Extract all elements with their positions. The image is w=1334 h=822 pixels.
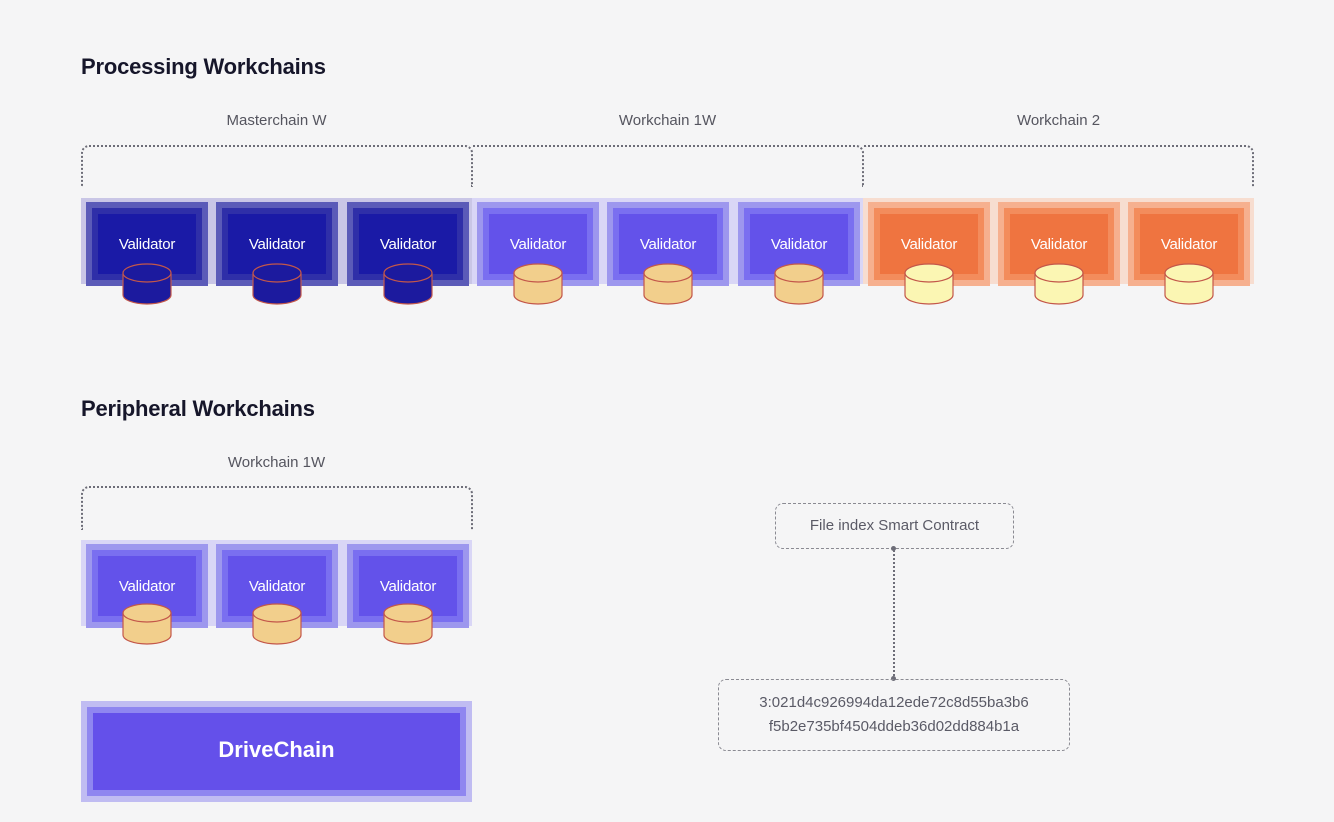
database-icon (251, 262, 303, 306)
bracket-peripheral-workchain-1w (81, 486, 473, 530)
validator-label: Validator (1160, 236, 1218, 253)
validator-label: Validator (248, 236, 306, 253)
database-icon (121, 262, 173, 306)
database-icon (382, 262, 434, 306)
validator-label: Validator (118, 578, 176, 595)
connector-dot-bottom (891, 676, 896, 681)
validator-block: Validator (738, 202, 860, 286)
database-icon (121, 602, 173, 646)
bracket-workchain-2 (864, 145, 1254, 187)
group-label-masterchain: Masterchain W (226, 112, 327, 129)
validator-label: Validator (770, 236, 828, 253)
database-icon (903, 262, 955, 306)
validator-label: Validator (900, 236, 958, 253)
database-icon (512, 262, 564, 306)
validator-label: Validator (248, 578, 306, 595)
bracket-masterchain (81, 145, 473, 187)
database-icon (251, 602, 303, 646)
validator-label: Validator (509, 236, 567, 253)
validator-block: Validator (868, 202, 990, 286)
contract-address-line-1: 3:021d4c926994da12ede72c8d55ba3b6 (759, 694, 1029, 711)
database-icon (642, 262, 694, 306)
group-label-peripheral-workchain-1w: Workchain 1W (227, 454, 326, 471)
validator-label: Validator (118, 236, 176, 253)
connector-line (893, 550, 895, 676)
drivechain-block: DriveChain (81, 701, 472, 802)
validator-label: Validator (639, 236, 697, 253)
contract-address-box: 3:021d4c926994da12ede72c8d55ba3b6 f5b2e7… (718, 679, 1070, 751)
file-index-smart-contract-box: File index Smart Contract (775, 503, 1014, 549)
validator-label: Validator (379, 578, 437, 595)
validator-label: Validator (1030, 236, 1088, 253)
drivechain-label: DriveChain (218, 737, 335, 762)
database-icon (382, 602, 434, 646)
group-label-workchain-1w: Workchain 1W (618, 112, 717, 129)
connector-dot-top (891, 546, 896, 551)
database-icon (773, 262, 825, 306)
validator-label: Validator (379, 236, 437, 253)
processing-workchains-title: Processing Workchains (81, 54, 326, 79)
peripheral-workchains-title: Peripheral Workchains (81, 396, 315, 421)
validator-block: Validator (216, 202, 338, 286)
file-index-smart-contract-label: File index Smart Contract (809, 517, 980, 534)
contract-address-line-2: f5b2e735bf4504ddeb36d02dd884b1a (768, 718, 1020, 735)
bracket-workchain-1w (473, 145, 864, 187)
group-label-workchain-2: Workchain 2 (1016, 112, 1101, 129)
database-icon (1163, 262, 1215, 306)
database-icon (1033, 262, 1085, 306)
